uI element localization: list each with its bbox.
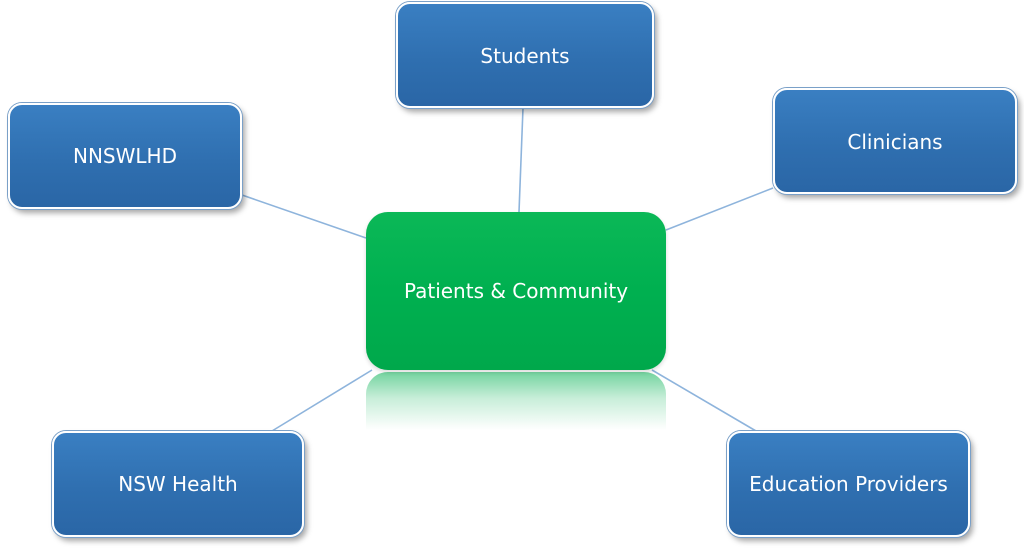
connector-education xyxy=(651,369,757,432)
node-nsw-health-label: NSW Health xyxy=(118,472,238,496)
node-education-providers: Education Providers xyxy=(727,431,970,537)
node-students: Students xyxy=(396,2,654,108)
node-nnswlhd-label: NNSWLHD xyxy=(73,144,177,168)
center-node-reflection xyxy=(366,372,666,430)
connector-nnswlhd xyxy=(241,194,367,239)
connector-students xyxy=(518,107,524,213)
center-node: Patients & Community xyxy=(366,212,666,370)
connector-nsw-health xyxy=(271,369,373,432)
node-education-providers-label: Education Providers xyxy=(749,472,948,496)
connector-clinicians xyxy=(665,187,774,231)
node-students-label: Students xyxy=(480,44,570,68)
node-nnswlhd: NNSWLHD xyxy=(8,103,242,209)
node-clinicians-label: Clinicians xyxy=(847,130,943,154)
node-clinicians: Clinicians xyxy=(773,88,1017,194)
node-nsw-health: NSW Health xyxy=(52,431,304,537)
center-node-label: Patients & Community xyxy=(403,279,629,303)
